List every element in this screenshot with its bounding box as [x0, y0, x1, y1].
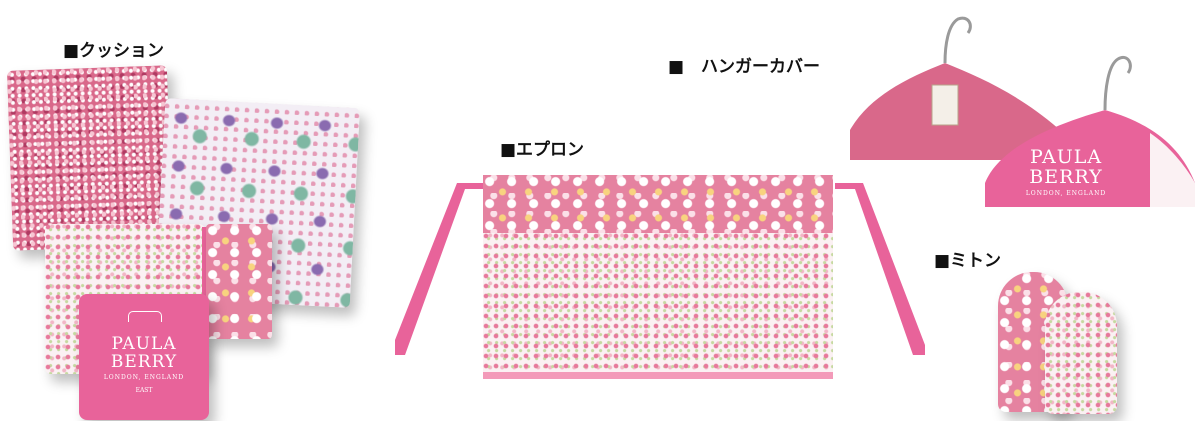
cushion-pink-floral	[6, 65, 174, 251]
crown-icon	[128, 311, 162, 322]
brand-name-line1: PAULA	[111, 334, 177, 354]
apron-body	[483, 233, 833, 379]
cushion-label: ■クッション	[63, 41, 165, 61]
hanger-hook-icon-2	[1103, 56, 1132, 111]
mitten-pink	[998, 272, 1068, 412]
hanger-cover-label: ■ ハンガーカバー	[668, 57, 821, 77]
hanger-cover-floral-corner	[1150, 133, 1195, 207]
brand-name-line2: BERRY	[110, 351, 178, 372]
apron-label: ■エプロン	[500, 140, 585, 160]
brand-sub: EAST	[135, 386, 153, 394]
hanger-hook-icon	[943, 16, 972, 64]
mitten-label: ■ミトン	[934, 251, 1002, 271]
cushion-brand-text: PAULA BERRY LONDON, ENGLAND EAST	[79, 334, 209, 394]
apron-waistband	[483, 175, 833, 233]
hanger-cover-brand	[985, 110, 1195, 207]
apron-ties	[395, 183, 925, 355]
cushion-brand-pink: PAULA BERRY LONDON, ENGLAND EAST	[79, 294, 209, 420]
hanger-covers-svg	[850, 16, 1195, 207]
hanger-tag-icon	[931, 84, 959, 126]
apron-hem	[483, 372, 833, 379]
cushion-stripe	[202, 227, 208, 337]
hanger-brand-text: PAULA BERRY LONDON, ENGLAND	[1025, 146, 1107, 197]
brand-location: LONDON, ENGLAND	[103, 373, 185, 381]
cushion-big-floral	[206, 224, 272, 339]
mitten-white	[1045, 292, 1117, 414]
